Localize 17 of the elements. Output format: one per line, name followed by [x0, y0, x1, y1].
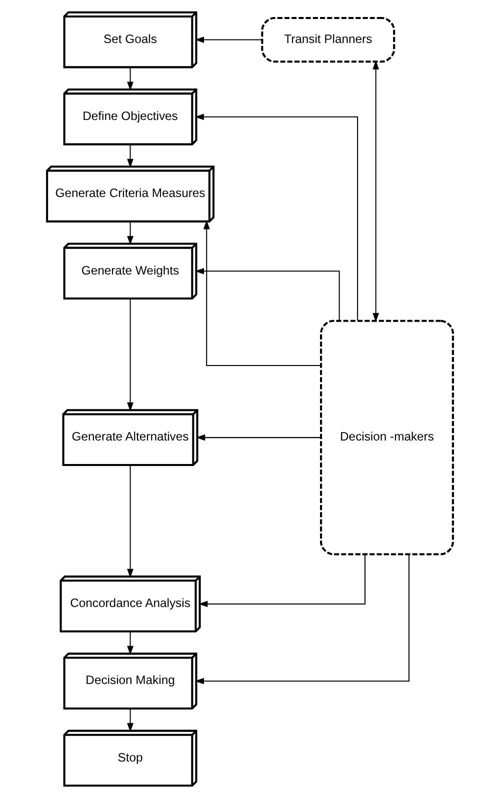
arrow	[126, 67, 133, 91]
arrow	[198, 554, 365, 608]
arrow	[194, 268, 340, 321]
arrow	[194, 114, 358, 320]
arrow	[126, 708, 133, 732]
arrow	[126, 221, 133, 246]
arrow	[126, 631, 133, 656]
node-box: Transit Planners	[260, 16, 395, 63]
arrow	[194, 554, 409, 684]
arrow	[126, 298, 133, 412]
arrow	[202, 220, 320, 366]
node-box: Decision -makers	[320, 320, 454, 556]
arrow	[195, 434, 320, 441]
arrow	[194, 36, 262, 43]
arrow	[126, 465, 133, 578]
arrow	[372, 60, 379, 322]
arrow	[126, 144, 133, 168]
